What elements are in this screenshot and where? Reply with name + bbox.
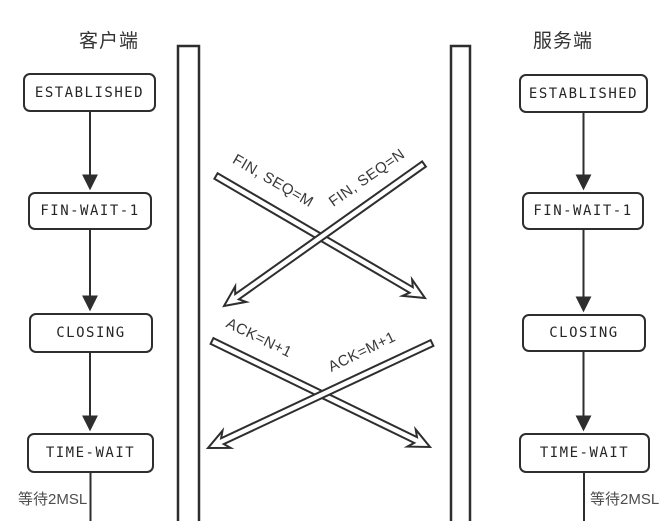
right-timeline-bar: [449, 44, 472, 521]
message-arrow-fin-seq-n: [222, 160, 428, 308]
client-state-established: ESTABLISHED: [23, 73, 156, 112]
client-wait-2msl-label: 等待2MSL: [18, 491, 88, 508]
message-arrow-ack-m-plus-1: [205, 338, 435, 450]
client-title: 客户端: [78, 31, 140, 52]
client-state-fin-wait-1: FIN-WAIT-1: [28, 192, 152, 230]
server-state-time-wait: TIME-WAIT: [519, 433, 650, 473]
client-state-closing: CLOSING: [29, 313, 153, 353]
left-timeline-bar: [176, 44, 201, 521]
client-state-time-wait: TIME-WAIT: [27, 433, 154, 473]
server-state-fin-wait-1: FIN-WAIT-1: [522, 192, 644, 230]
server-state-closing: CLOSING: [522, 314, 646, 352]
server-wait-2msl-label: 等待2MSL: [590, 491, 660, 508]
server-state-established: ESTABLISHED: [519, 74, 648, 113]
server-title: 服务端: [532, 31, 594, 52]
